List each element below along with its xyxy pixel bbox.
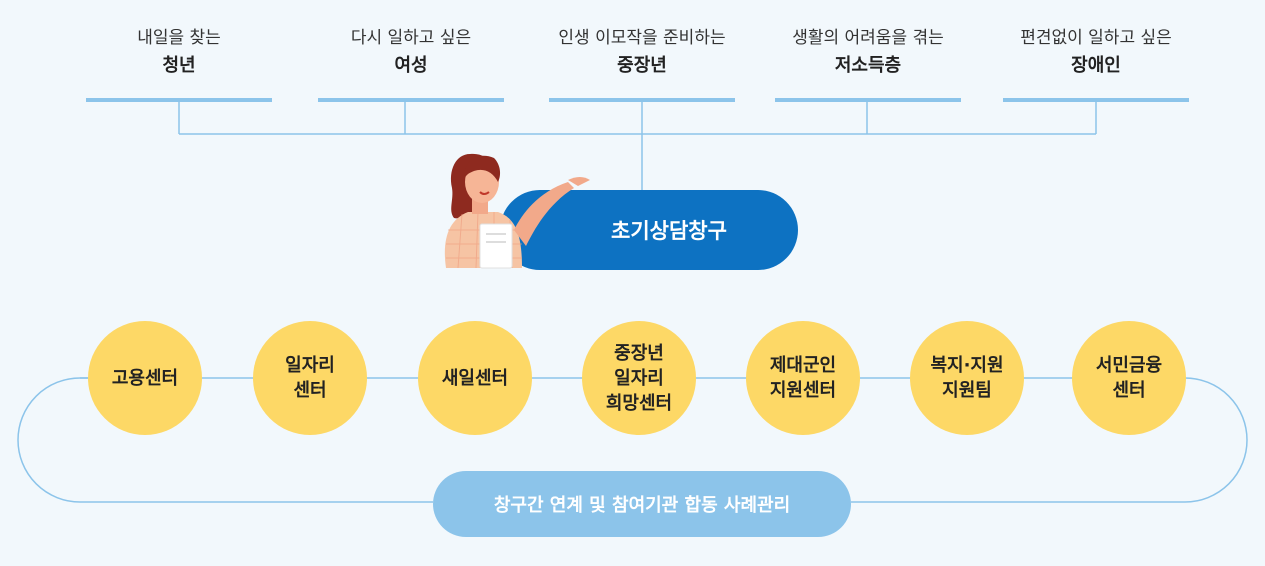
center-label-line: 새일센터 (441, 367, 509, 389)
target-group-main: 저소득층 (834, 55, 902, 76)
center-job: 일자리 센터 (253, 321, 367, 435)
target-group-middle-aged: 인생 이모작을 준비하는 중장년 (532, 24, 752, 80)
center-label-line: 제대군인 (769, 355, 837, 376)
target-group-disabled: 편견없이 일하고 싶은 장애인 (986, 24, 1206, 80)
center-saeil: 새일센터 (418, 321, 532, 435)
center-label-line: 일자리 (614, 367, 664, 389)
target-group-low-income: 생활의 어려움을 겪는 저소득층 (758, 24, 978, 80)
target-group-sub: 다시 일하고 싶은 (350, 28, 472, 48)
target-group-youth: 내일을 찾는 청년 (69, 24, 289, 80)
center-middle-aged-hope: 중장년 일자리 희망센터 (582, 321, 696, 435)
target-group-women: 다시 일하고 싶은 여성 (301, 24, 521, 80)
center-label-line: 센터 (1112, 380, 1146, 401)
initial-counseling-desk: 초기상담창구 (500, 190, 798, 270)
center-label-line: 복지·지원 (930, 355, 1004, 376)
center-welfare-support: 복지·지원 지원팀 (910, 321, 1024, 435)
center-label-line: 중장년 (614, 342, 664, 364)
center-label-line: 서민금융 (1095, 355, 1163, 376)
center-label-line: 지원팀 (942, 380, 992, 401)
target-group-sub: 생활의 어려움을 겪는 (792, 28, 944, 48)
center-label-line: 지원센터 (769, 380, 837, 401)
center-microfinance: 서민금융 센터 (1072, 321, 1186, 435)
target-group-main: 청년 (162, 55, 196, 76)
counselor-illustration (444, 153, 590, 269)
target-group-sub: 인생 이모작을 준비하는 (558, 28, 726, 48)
center-label-line: 센터 (293, 380, 327, 401)
target-group-sub: 내일을 찾는 (137, 28, 221, 48)
target-group-sub: 편견없이 일하고 싶은 (1020, 28, 1172, 48)
desk-label: 초기상담창구 (611, 219, 727, 243)
target-group-main: 중장년 (617, 55, 667, 76)
collaboration-case-management: 창구간 연계 및 참여기관 합동 사례관리 (433, 471, 851, 537)
center-label-line: 고용센터 (111, 367, 179, 389)
center-label-line: 희망센터 (605, 392, 673, 414)
target-group-main: 여성 (394, 55, 428, 76)
center-veterans-support: 제대군인 지원센터 (746, 321, 860, 435)
collaboration-label: 창구간 연계 및 참여기관 합동 사례관리 (493, 495, 791, 516)
center-employment: 고용센터 (88, 321, 202, 435)
target-group-main: 장애인 (1071, 55, 1121, 76)
center-label-line: 일자리 (285, 355, 335, 376)
